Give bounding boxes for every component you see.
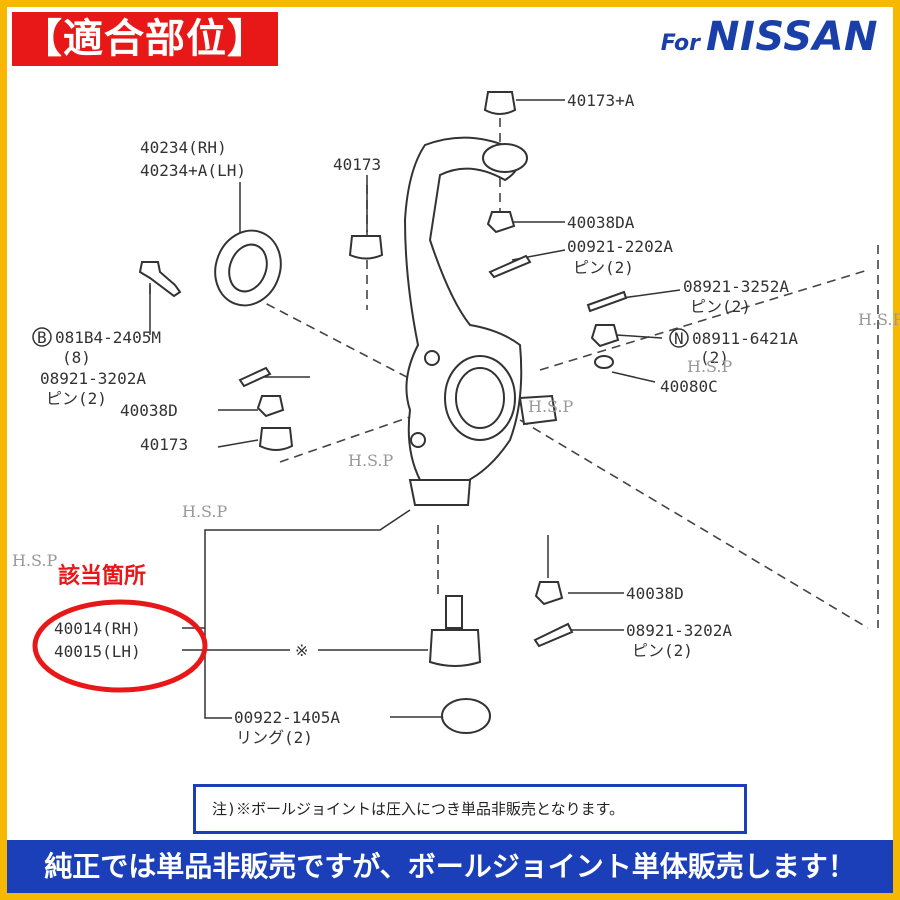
circled-n-letter: N xyxy=(674,329,684,348)
watermark: H.S.P xyxy=(348,451,394,470)
knuckle-arm-eye xyxy=(482,143,528,173)
knuckle-bolt-hole xyxy=(424,350,440,366)
applicable-part-label: 該当箇所 xyxy=(58,563,146,589)
washer-40080c-part xyxy=(594,355,614,369)
label-40014-rh: 40014(RH) xyxy=(54,619,141,638)
label-08921-3202a-left: 08921-3202A xyxy=(40,369,146,388)
ball-joint-body xyxy=(428,629,482,667)
label-40038d-left: 40038D xyxy=(120,401,178,420)
bushing-mid-part xyxy=(348,235,384,260)
label-00922-1405a-sub: リング(2) xyxy=(236,728,313,747)
watermark: H.S.P xyxy=(182,502,228,521)
circled-n-marker xyxy=(669,328,689,348)
label-081b4-qty: (8) xyxy=(62,348,91,367)
footer-banner: 純正では単品非販売ですが、ボールジョイント単体販売します！ xyxy=(7,840,893,893)
label-081b4-2405m: 081B4-2405M xyxy=(55,328,161,347)
label-40173-left: 40173 xyxy=(140,435,188,454)
bushing-left-part xyxy=(258,427,294,451)
page-title: 【適合部位】 xyxy=(12,12,278,66)
leader-lines xyxy=(149,99,681,719)
nut-left-part xyxy=(256,395,285,418)
knuckle-hub-inner xyxy=(455,367,505,429)
label-08911-qty: (2) xyxy=(700,348,729,367)
label-40234-rh: 40234(RH) xyxy=(140,138,227,157)
label-00921-2202a: 00921-2202A xyxy=(567,237,673,256)
label-08921-3202a-right-sub: ピン(2) xyxy=(632,641,693,660)
parts-drawings xyxy=(138,91,628,734)
label-40234-lh: 40234+A(LH) xyxy=(140,161,246,180)
watermark: H.S.P xyxy=(858,310,900,329)
watermark: H.S.P xyxy=(687,357,733,376)
watermark: H.S.P xyxy=(12,551,58,570)
brand-name: NISSAN xyxy=(706,14,878,60)
label-08921-3202a-right: 08921-3202A xyxy=(626,621,732,640)
cotter-pin-part xyxy=(488,254,532,279)
note-box: 注)※ボールジョイントは圧入につき単品非販売となります。 xyxy=(193,784,747,834)
label-00922-1405a: 00922-1405A xyxy=(234,708,340,727)
cotter-pin-left-part xyxy=(238,366,272,388)
label-08921-3202a-left-sub: ピン(2) xyxy=(46,389,107,408)
ball-joint-stud xyxy=(445,595,463,629)
knuckle-side-boss xyxy=(518,394,558,426)
cotter-pin-2-part xyxy=(586,290,628,313)
label-08921-3252a: 08921-3252A xyxy=(683,277,789,296)
circled-b-marker xyxy=(32,327,52,347)
label-40080c: 40080C xyxy=(660,377,718,396)
nut-40038da-part xyxy=(486,211,516,234)
label-08911-6421a: 08911-6421A xyxy=(692,329,798,348)
bushing-top-part xyxy=(483,91,517,115)
dust-shield-inner xyxy=(228,243,268,293)
label-40038d-right: 40038D xyxy=(626,584,684,603)
knuckle-bottom-boss xyxy=(408,479,472,506)
label-40173-a: 40173+A xyxy=(567,91,635,110)
nut-right-part xyxy=(534,581,564,606)
nut-08911-part xyxy=(590,324,620,348)
watermark: H.S.P xyxy=(528,397,574,416)
highlight-ellipse xyxy=(32,599,208,693)
bolt-081b4-part xyxy=(138,261,182,298)
label-00921-2202a-sub: ピン(2) xyxy=(573,258,634,277)
snap-ring-part xyxy=(441,698,491,734)
knuckle-bolt-hole xyxy=(410,432,426,448)
cotter-pin-right-part xyxy=(533,622,574,648)
kome-mark: ※ xyxy=(295,641,308,660)
label-08921-3252a-sub: ピン(2) xyxy=(690,297,751,316)
circled-b-letter: B xyxy=(37,328,47,347)
label-40173-top: 40173 xyxy=(333,155,381,174)
brand-prefix: For xyxy=(660,31,701,56)
label-40038da: 40038DA xyxy=(567,213,635,232)
label-40015-lh: 40015(LH) xyxy=(54,642,141,661)
